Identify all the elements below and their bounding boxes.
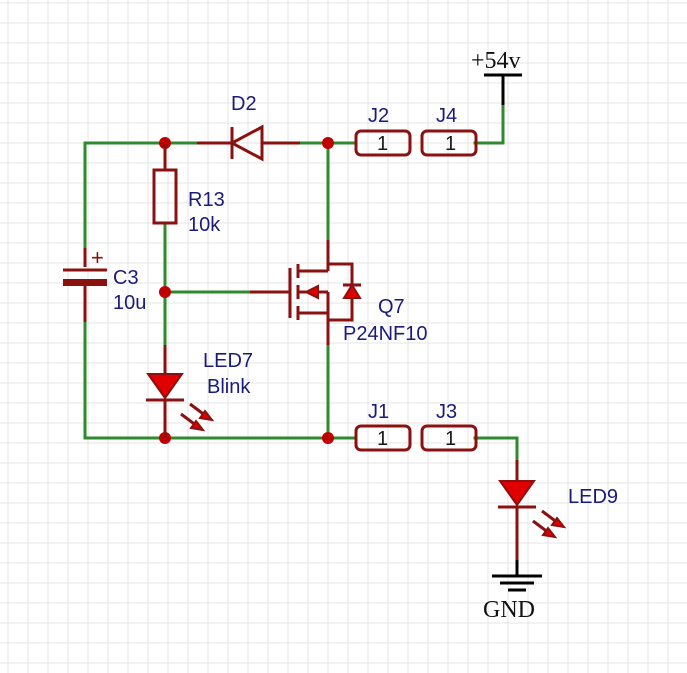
junctions [159, 137, 334, 444]
j2-pin-number: 1 [377, 133, 388, 155]
j1-pin-number: 1 [377, 428, 388, 450]
j1-ref-label: J1 [368, 401, 389, 423]
connector-j1[interactable]: J1 1 [354, 401, 412, 452]
wire-j3-led9[interactable] [473, 436, 519, 462]
body-diode [342, 283, 362, 299]
j3-ref-label: J3 [436, 401, 457, 423]
ground-symbol[interactable]: GND [483, 560, 542, 623]
connector-j2[interactable]: J2 1 [354, 105, 412, 157]
j3-pin-number: 1 [445, 428, 456, 450]
junction [159, 286, 171, 298]
wire-left-bottom[interactable] [83, 320, 167, 440]
c3-ref-label: C3 [113, 267, 139, 289]
c3-polarity-mark: + [91, 245, 104, 270]
j2-ref-label: J2 [368, 105, 389, 127]
mosfet-arrow [303, 284, 319, 300]
led-led7[interactable]: LED7 Blink [146, 345, 253, 438]
connector-j3[interactable]: J3 1 [420, 401, 478, 452]
wire-j4-54v[interactable] [473, 103, 505, 145]
power-supply-54v[interactable]: +54v [471, 48, 522, 105]
c3-value-label: 10u [113, 292, 146, 314]
led-led9[interactable]: LED9 [498, 460, 618, 574]
q7-value-label: P24NF10 [343, 323, 428, 345]
r13-ref-label: R13 [188, 189, 225, 211]
q7-ref-label: Q7 [378, 296, 405, 318]
r13-value-label: 10k [188, 214, 221, 236]
mosfet-q7[interactable]: Q7 P24NF10 [250, 240, 428, 345]
led7-value-label: Blink [207, 376, 251, 398]
capacitor-c3[interactable]: + C3 10u [63, 245, 146, 322]
j4-pin-number: 1 [445, 133, 456, 155]
j4-ref-label: J4 [436, 105, 457, 127]
led7-triangle [146, 373, 184, 400]
resistor-r13[interactable]: R13 10k [152, 143, 225, 236]
gnd-label: GND [483, 597, 535, 623]
led9-triangle [498, 480, 536, 507]
junction [322, 432, 334, 444]
led7-ref-label: LED7 [203, 350, 253, 372]
diode-d2[interactable]: D2 [197, 93, 300, 162]
led9-ref-label: LED9 [568, 486, 618, 508]
d2-ref-label: D2 [231, 93, 257, 115]
capacitor-negative-plate [63, 279, 107, 286]
wires [83, 103, 519, 462]
connector-j4[interactable]: J4 1 [420, 105, 478, 157]
junction [322, 137, 334, 149]
vplus-label: +54v [471, 48, 521, 74]
